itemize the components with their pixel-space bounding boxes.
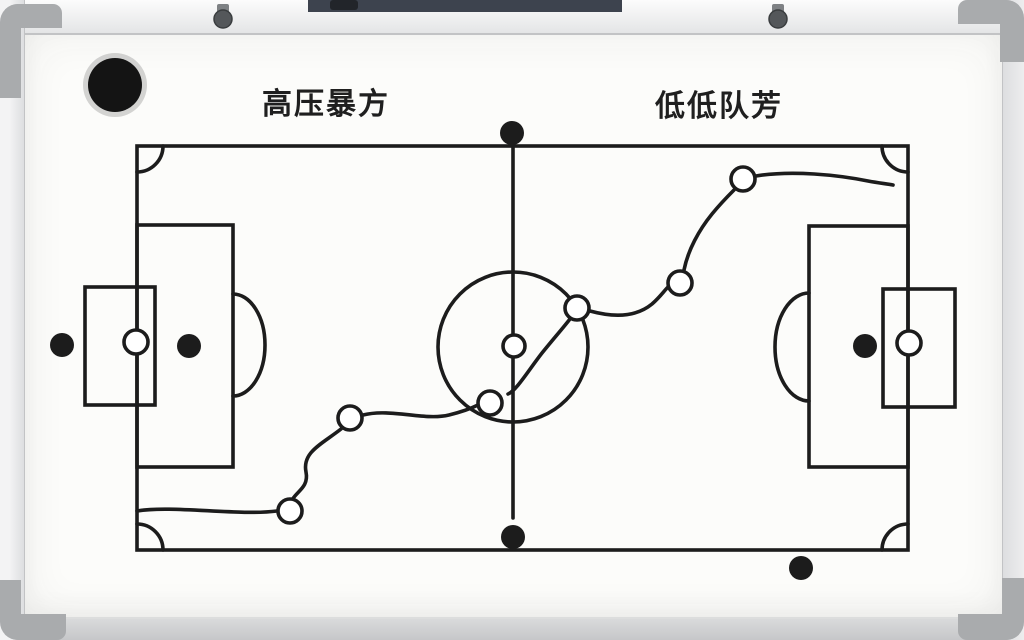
corner-bracket-bottom-left xyxy=(0,580,66,640)
corner-bracket-bottom-right xyxy=(958,578,1024,640)
frame-top xyxy=(0,0,1024,35)
frame-bottom xyxy=(0,617,1024,640)
zone-label-left: 高压暴方 xyxy=(262,88,390,121)
board-surface xyxy=(24,33,1003,619)
corner-bracket-top-right xyxy=(958,0,1024,62)
corner-bracket-top-left xyxy=(0,4,62,98)
zone-label-right: 低低队芳 xyxy=(655,90,783,123)
frame-right xyxy=(1002,0,1024,640)
frame-left xyxy=(0,0,25,640)
